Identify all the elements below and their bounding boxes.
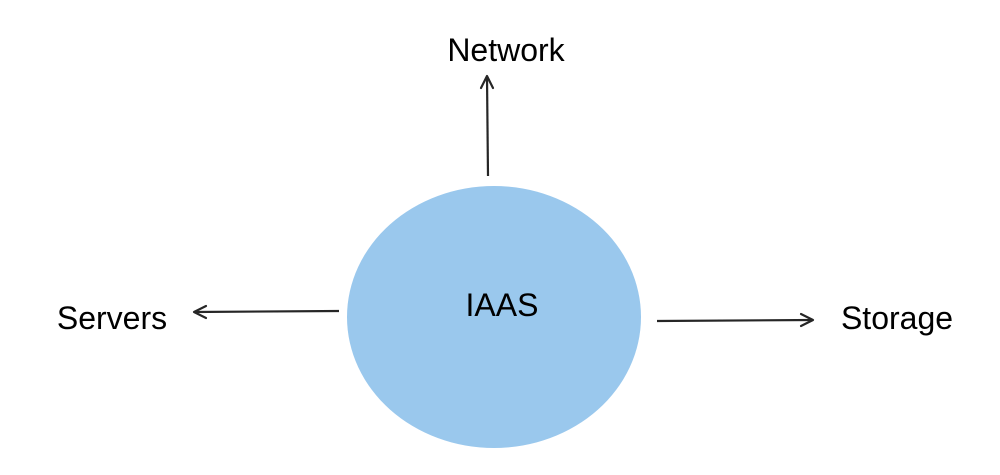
storage-label: Storage [841,300,953,336]
storage-arrowhead [799,312,815,328]
servers-arrowhead [192,304,208,320]
network-arrow-line [485,76,490,177]
servers-branch: Servers [57,300,340,336]
servers-arrow-line [193,309,340,314]
center-node-label: IAAS [466,287,539,323]
center-node-ellipse [347,186,641,448]
storage-branch: Storage [656,300,953,336]
storage-arrow-line [656,318,814,323]
network-branch: Network [447,32,566,177]
network-label: Network [447,32,565,68]
network-arrowhead [479,74,495,90]
servers-label: Servers [57,300,167,336]
center-node: IAAS [347,186,641,448]
